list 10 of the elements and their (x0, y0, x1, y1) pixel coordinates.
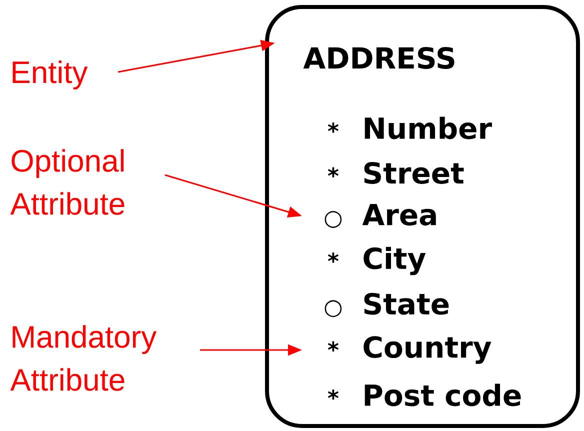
attribute-row: ○ State (324, 292, 449, 318)
annotation-label: Optional Attribute (10, 149, 124, 215)
attribute-row: * Country (328, 336, 492, 364)
attribute-row: * Post code (328, 384, 521, 406)
attribute-row: * City (328, 246, 426, 276)
annotation-label: Entity (12, 60, 88, 90)
attribute-row: * Street (328, 162, 464, 184)
attribute-row: ○ Area (324, 204, 436, 228)
attribute-row: * Number (328, 116, 492, 140)
annotation-label: Mandatory Attribute (10, 325, 157, 391)
